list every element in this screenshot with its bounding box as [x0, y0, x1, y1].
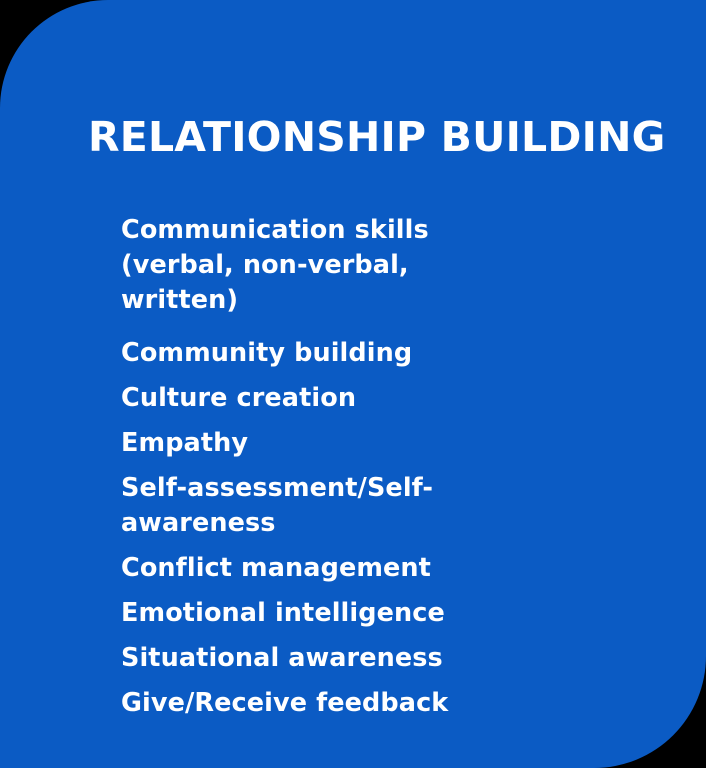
list-item: Situational awareness — [121, 643, 443, 673]
list-item: Community building — [121, 338, 413, 368]
page-title: RELATIONSHIP BUILDING — [88, 113, 666, 161]
list-item: Communication skills (verbal, non-verbal… — [121, 215, 429, 315]
skill-list: Communication skills (verbal, non-verbal… — [121, 213, 641, 731]
list-item: Culture creation — [121, 383, 357, 413]
list-item: Give/Receive feedback — [121, 688, 449, 718]
list-item: Conflict management — [121, 553, 431, 583]
list-item: Self-assessment/Self-awareness — [121, 473, 434, 538]
list-item: Empathy — [121, 428, 249, 458]
list-item: Emotional intelligence — [121, 598, 445, 628]
